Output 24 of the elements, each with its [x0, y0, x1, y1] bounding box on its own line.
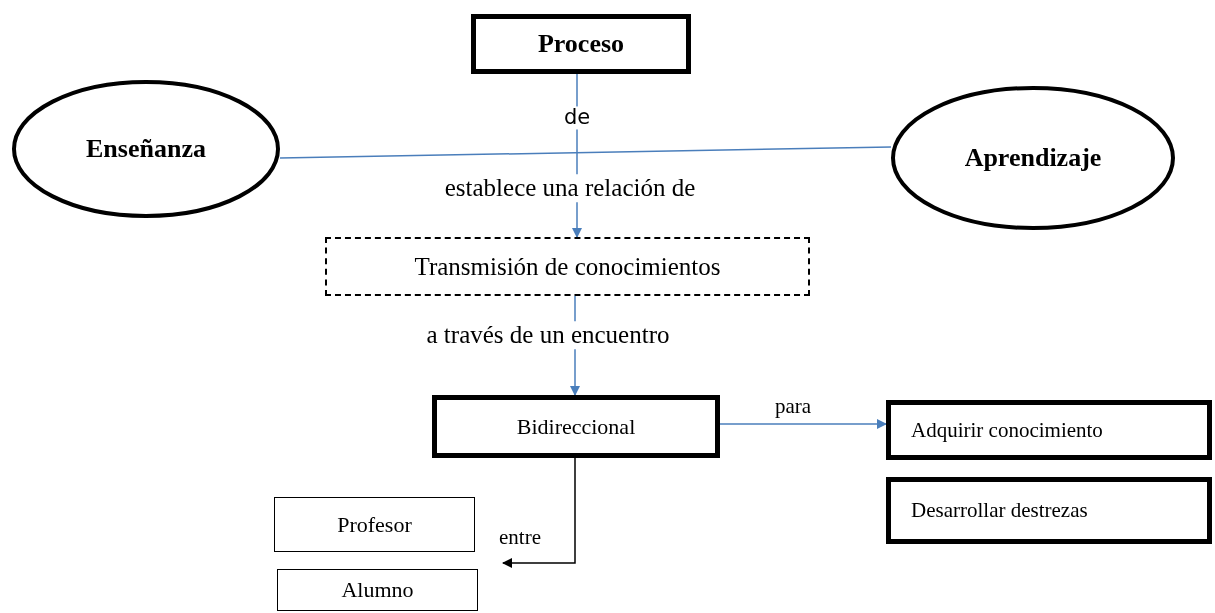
node-label: Enseñanza	[86, 134, 206, 164]
node-label: Adquirir conocimiento	[911, 417, 1103, 443]
connector-line	[279, 146, 892, 159]
arrow	[502, 457, 576, 568]
edge-label: establece una relación de	[444, 174, 696, 202]
node-label: Profesor	[337, 511, 412, 538]
connector-word: de	[563, 106, 591, 130]
concept-ellipse	[891, 86, 1175, 230]
concept-box	[274, 497, 475, 552]
node-label: Transmisión de conocimientos	[414, 252, 721, 281]
concept-box	[886, 400, 1212, 460]
concept-box	[432, 395, 720, 458]
arrow	[719, 419, 887, 429]
concept-ellipse	[12, 80, 280, 218]
concept-box	[471, 14, 691, 74]
concept-box	[325, 237, 810, 296]
edge-label: a través de un encuentro	[426, 321, 670, 349]
concept-box	[886, 477, 1212, 544]
node-label: Proceso	[537, 29, 625, 59]
node-label: Bidireccional	[516, 413, 636, 440]
concept-box	[277, 569, 478, 611]
node-label: Alumno	[341, 577, 414, 603]
node-label: Desarrollar destrezas	[911, 498, 1088, 523]
node-label: Aprendizaje	[964, 143, 1102, 173]
